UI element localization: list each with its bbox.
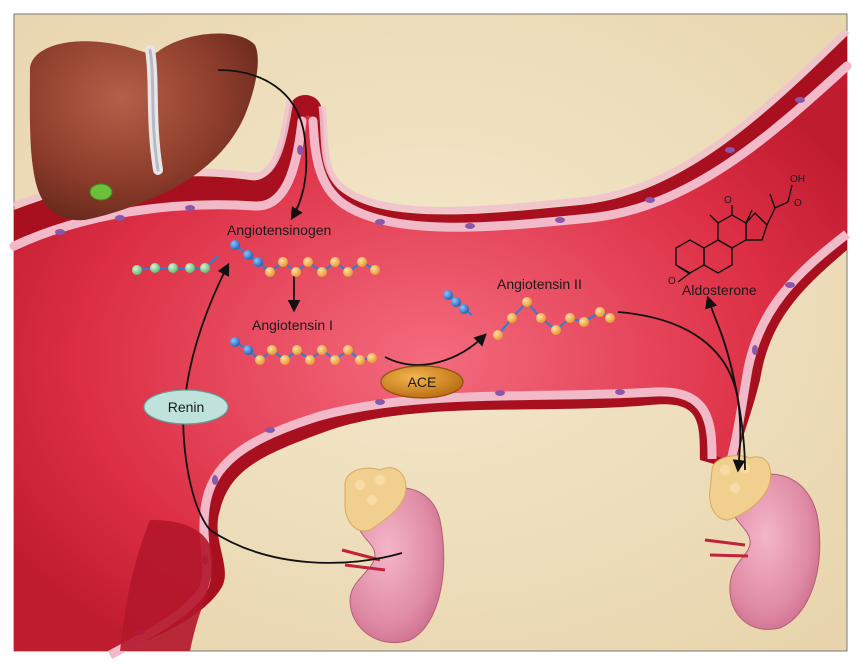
steroid-structure-icon <box>675 184 793 283</box>
arrow-liver-to-angiotensinogen <box>217 69 308 221</box>
released-fragment-molecule <box>443 290 473 316</box>
adrenal-gland-icon <box>344 467 407 532</box>
aldosterone-oh-label: OH <box>790 174 805 185</box>
ace-badge: ACE <box>380 365 464 399</box>
aldosterone-o-side-label: O <box>794 198 802 209</box>
renin-label: Renin <box>168 399 205 415</box>
aldosterone-o-top-label: O <box>724 195 732 206</box>
angiotensin-i-label: Angiotensin I <box>252 317 333 333</box>
aldosterone-label: Aldosterone <box>682 282 757 298</box>
angiotensin-i-molecule <box>230 337 377 365</box>
liver-icon <box>29 33 258 221</box>
arrow-adrenal-to-aldosterone <box>705 295 746 471</box>
pathway-arrows <box>182 69 746 564</box>
blood-vessel <box>9 28 852 659</box>
angiotensinogen-label: Angiotensinogen <box>227 222 331 238</box>
kidney-icon <box>704 473 821 630</box>
angiotensin-ii-molecule <box>493 297 615 340</box>
aldosterone-o-left-label: O <box>668 276 676 287</box>
arrow-kidney-to-renin <box>182 262 403 564</box>
gallbladder-icon <box>89 183 113 201</box>
renin-badge: Renin <box>143 389 229 425</box>
angiotensinogen-molecule <box>230 240 380 277</box>
ace-label: ACE <box>408 374 437 390</box>
cleaved-fragment-molecule <box>132 255 219 275</box>
angiotensin-ii-label: Angiotensin II <box>497 276 582 292</box>
arrow-angiotensin-i-to-ii <box>384 333 487 366</box>
arrow-angiotensin-ii-to-adrenal <box>617 311 746 473</box>
